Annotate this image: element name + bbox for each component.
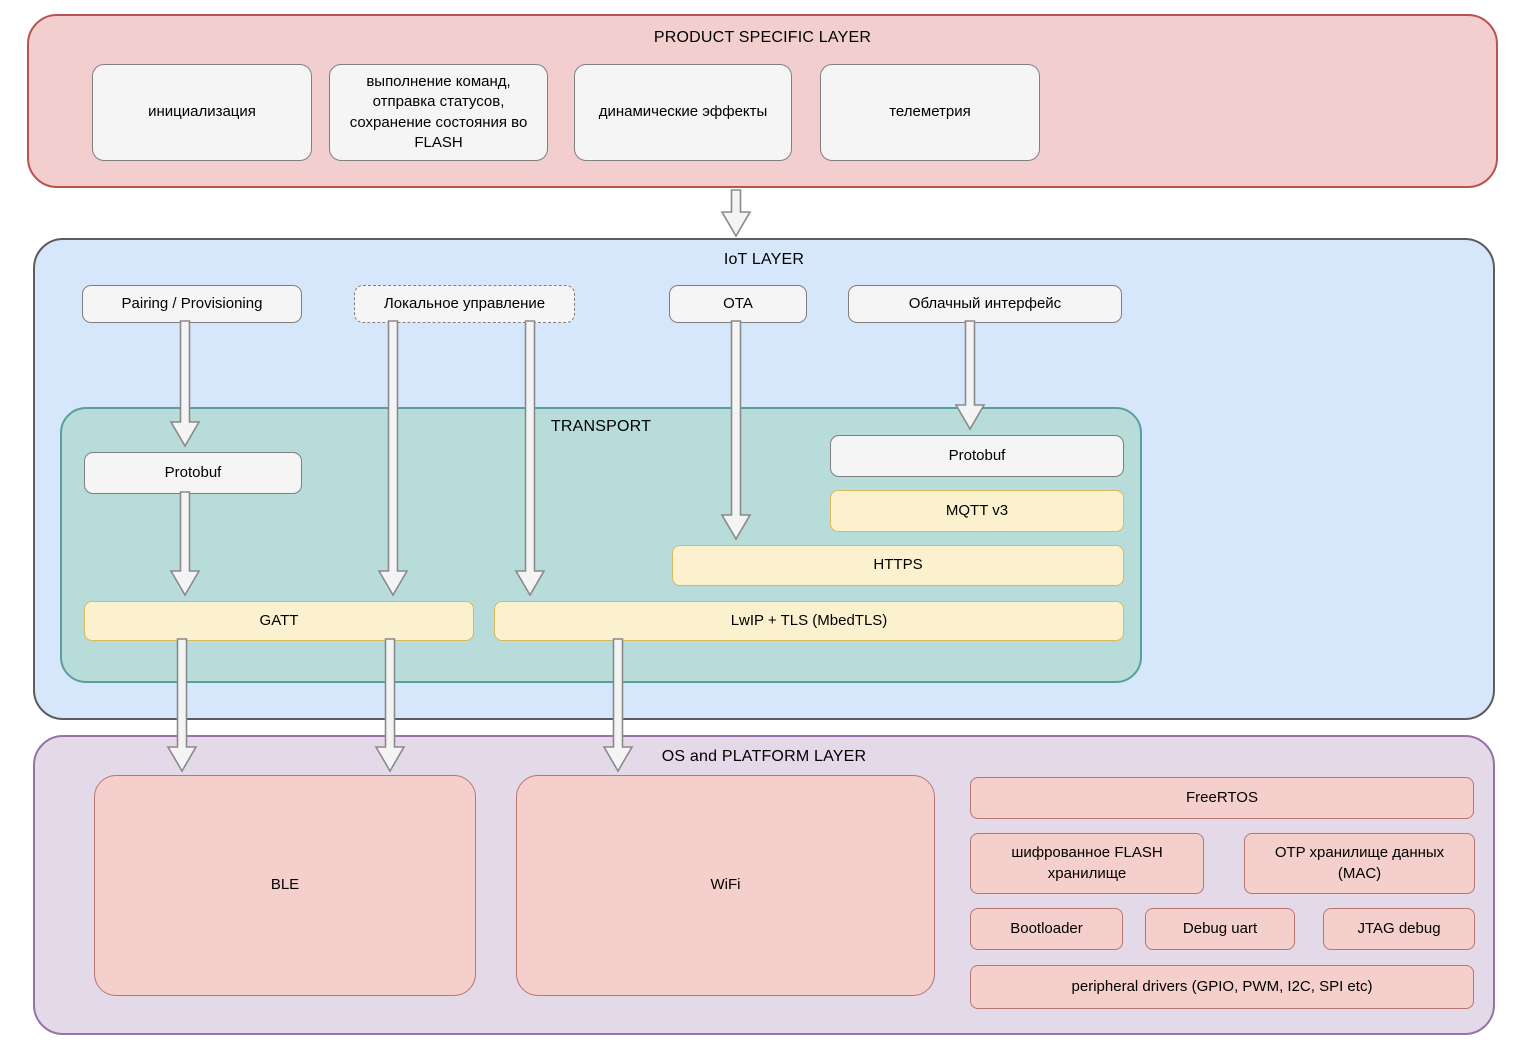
node-otp-storage: OTP хранилище данных (MAC) — [1244, 833, 1475, 894]
iot-layer-title: IoT LAYER — [723, 251, 805, 268]
node-protobuf-cloud: Protobuf — [830, 435, 1124, 477]
node-local-control: Локальное управление — [354, 285, 575, 323]
os-layer-title: OS and PLATFORM LAYER — [661, 748, 867, 765]
iot-layer: IoT LAYER Pairing / Provisioning Локальн… — [33, 238, 1495, 720]
os-platform-layer: OS and PLATFORM LAYER BLE WiFi FreeRTOS … — [33, 735, 1495, 1035]
node-dynamic-effects: динамические эффекты — [574, 64, 792, 161]
node-encrypted-flash-storage: шифрованное FLASH хранилище — [970, 833, 1204, 894]
node-command-execution: выполнение команд, отправка статусов, со… — [329, 64, 548, 161]
transport-layer: TRANSPORT Protobuf Protobuf MQTT v3 HTTP… — [60, 407, 1142, 683]
transport-layer-title: TRANSPORT — [550, 418, 652, 435]
node-wifi: WiFi — [516, 775, 935, 996]
node-mqtt-v3: MQTT v3 — [830, 490, 1124, 532]
node-initialization: инициализация — [92, 64, 312, 161]
node-lwip-tls: LwIP + TLS (MbedTLS) — [494, 601, 1124, 641]
node-peripheral-drivers: peripheral drivers (GPIO, PWM, I2C, SPI … — [970, 965, 1474, 1009]
product-specific-layer: PRODUCT SPECIFIC LAYER инициализация вып… — [27, 14, 1498, 188]
node-freertos: FreeRTOS — [970, 777, 1474, 819]
node-bootloader: Bootloader — [970, 908, 1123, 950]
node-cloud-interface: Облачный интерфейс — [848, 285, 1122, 323]
node-protobuf-ble: Protobuf — [84, 452, 302, 494]
node-telemetry: телеметрия — [820, 64, 1040, 161]
arrow-product-to-iot — [720, 189, 752, 238]
node-https: HTTPS — [672, 545, 1124, 586]
node-ble: BLE — [94, 775, 476, 996]
node-jtag-debug: JTAG debug — [1323, 908, 1475, 950]
node-pairing-provisioning: Pairing / Provisioning — [82, 285, 302, 323]
node-gatt: GATT — [84, 601, 474, 641]
node-debug-uart: Debug uart — [1145, 908, 1295, 950]
product-layer-title: PRODUCT SPECIFIC LAYER — [653, 29, 872, 46]
node-ota: OTA — [669, 285, 807, 323]
